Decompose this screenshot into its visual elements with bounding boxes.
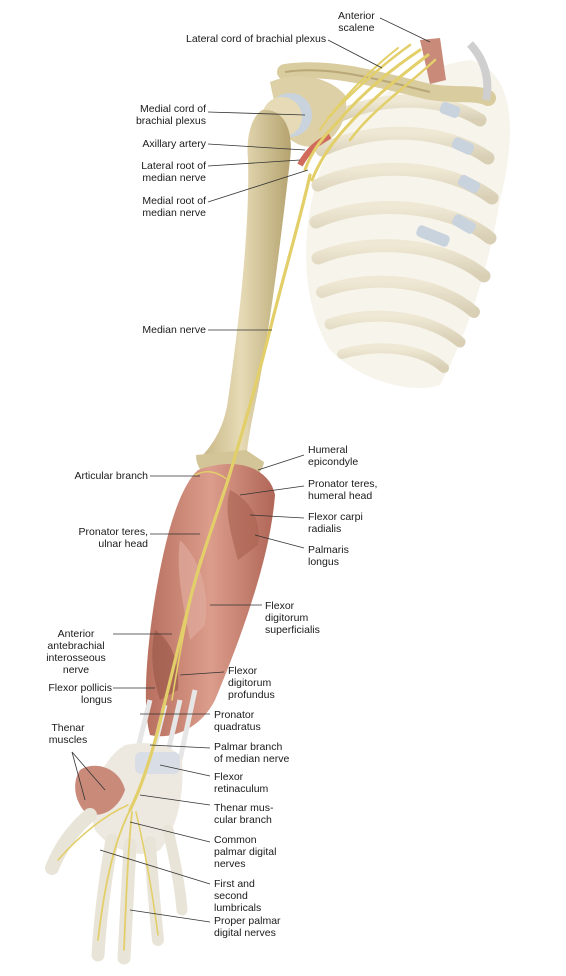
brachial-plexus <box>303 43 437 182</box>
label-axillary-artery: Axillary artery <box>142 138 206 150</box>
label-median-nerve: Median nerve <box>142 324 206 336</box>
label-proper-palmar-digital: Proper palmar digital nerves <box>214 915 281 939</box>
label-common-palmar-digital: Common palmar digital nerves <box>214 834 277 870</box>
label-flexor-retinaculum: Flexor retinaculum <box>214 771 269 795</box>
label-flexor-digitorum-superficialis: Flexor digitorum superficialis <box>265 600 320 636</box>
label-pronator-quadratus: Pronator quadratus <box>214 709 261 733</box>
label-medial-root: Medial root of median nerve <box>142 195 206 219</box>
label-pronator-teres-ulnar: Pronator teres, ulnar head <box>78 526 148 550</box>
label-pronator-teres-humeral: Pronator teres, humeral head <box>308 478 378 502</box>
leader-lines <box>71 17 431 923</box>
label-palmar-branch: Palmar branch of median nerve <box>214 741 290 765</box>
label-anterior-interosseous: Anterior antebrachial interosseous nerve <box>46 628 106 676</box>
label-lumbricals: First and second lumbricals <box>214 878 262 914</box>
median-nerve <box>57 173 312 951</box>
label-anterior-scalene: Anterior scalene <box>338 10 375 34</box>
hand <box>45 743 188 965</box>
label-medial-cord: Medial cord of brachial plexus <box>135 103 206 127</box>
label-flexor-pollicis-longus: Flexor pollicis longus <box>48 682 112 706</box>
label-lateral-cord: Lateral cord of brachial plexus <box>186 33 327 45</box>
label-articular-branch: Articular branch <box>74 470 148 482</box>
label-thenar-muscular-branch: Thenar mus- cular branch <box>214 802 274 826</box>
label-palmaris-longus: Palmaris longus <box>308 544 349 568</box>
label-flexor-digitorum-profundus: Flexor digitorum profundus <box>228 665 275 701</box>
label-flexor-carpi-radialis: Flexor carpi radialis <box>308 511 363 535</box>
label-thenar-muscles: Thenar muscles <box>48 722 88 746</box>
label-lateral-root: Lateral root of median nerve <box>141 160 206 184</box>
axillary-artery <box>297 133 332 167</box>
label-humeral-epicondyle: Humeral epicondyle <box>308 444 359 468</box>
